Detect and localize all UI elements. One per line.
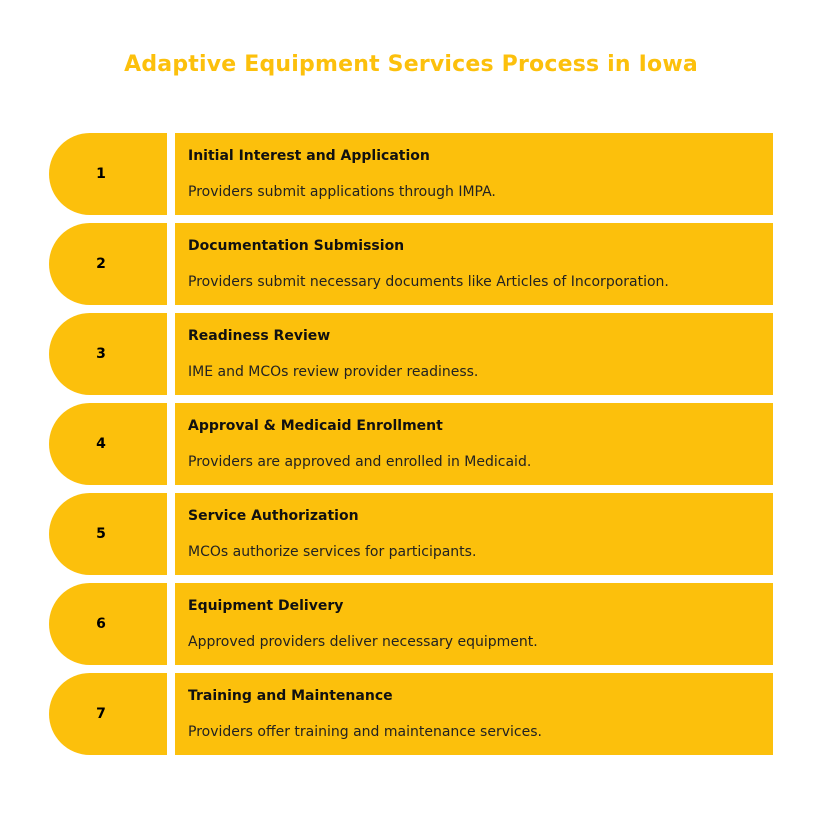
step-title: Service Authorization [188, 508, 359, 524]
step-5: 5 Service Authorization MCOs authorize s… [49, 493, 773, 575]
step-2: 2 Documentation Submission Providers sub… [49, 223, 773, 305]
step-card: Initial Interest and Application Provide… [175, 133, 773, 215]
step-number-badge: 6 [49, 583, 167, 665]
step-card: Service Authorization MCOs authorize ser… [175, 493, 773, 575]
step-card: Approval & Medicaid Enrollment Providers… [175, 403, 773, 485]
step-title: Initial Interest and Application [188, 148, 430, 164]
step-description: Approved providers deliver necessary equ… [188, 634, 538, 650]
step-card: Readiness Review IME and MCOs review pro… [175, 313, 773, 395]
step-title: Documentation Submission [188, 238, 405, 254]
step-card: Training and Maintenance Providers offer… [175, 673, 773, 755]
step-card: Equipment Delivery Approved providers de… [175, 583, 773, 665]
step-6: 6 Equipment Delivery Approved providers … [49, 583, 773, 665]
step-description: Providers are approved and enrolled in M… [188, 454, 532, 470]
step-number: 4 [96, 436, 106, 452]
step-number-badge: 1 [49, 133, 167, 215]
step-title: Equipment Delivery [188, 598, 344, 614]
step-number-badge: 4 [49, 403, 167, 485]
step-number-badge: 5 [49, 493, 167, 575]
step-title: Training and Maintenance [188, 688, 393, 704]
step-description: Providers offer training and maintenance… [188, 724, 542, 740]
step-number: 3 [96, 346, 106, 362]
step-description: Providers submit necessary documents lik… [188, 274, 669, 290]
step-1: 1 Initial Interest and Application Provi… [49, 133, 773, 215]
step-number: 1 [96, 166, 106, 182]
step-number-badge: 2 [49, 223, 167, 305]
step-3: 3 Readiness Review IME and MCOs review p… [49, 313, 773, 395]
step-number-badge: 3 [49, 313, 167, 395]
step-number: 5 [96, 526, 106, 542]
step-description: IME and MCOs review provider readiness. [188, 364, 479, 380]
process-steps: 1 Initial Interest and Application Provi… [49, 133, 773, 763]
step-number: 2 [96, 256, 106, 272]
step-4: 4 Approval & Medicaid Enrollment Provide… [49, 403, 773, 485]
step-title: Readiness Review [188, 328, 331, 344]
step-number: 6 [96, 616, 106, 632]
page-title: Adaptive Equipment Services Process in I… [124, 52, 698, 77]
step-card: Documentation Submission Providers submi… [175, 223, 773, 305]
step-description: MCOs authorize services for participants… [188, 544, 477, 560]
step-title: Approval & Medicaid Enrollment [188, 418, 443, 434]
step-description: Providers submit applications through IM… [188, 184, 496, 200]
step-number: 7 [96, 706, 106, 722]
step-number-badge: 7 [49, 673, 167, 755]
step-7: 7 Training and Maintenance Providers off… [49, 673, 773, 755]
